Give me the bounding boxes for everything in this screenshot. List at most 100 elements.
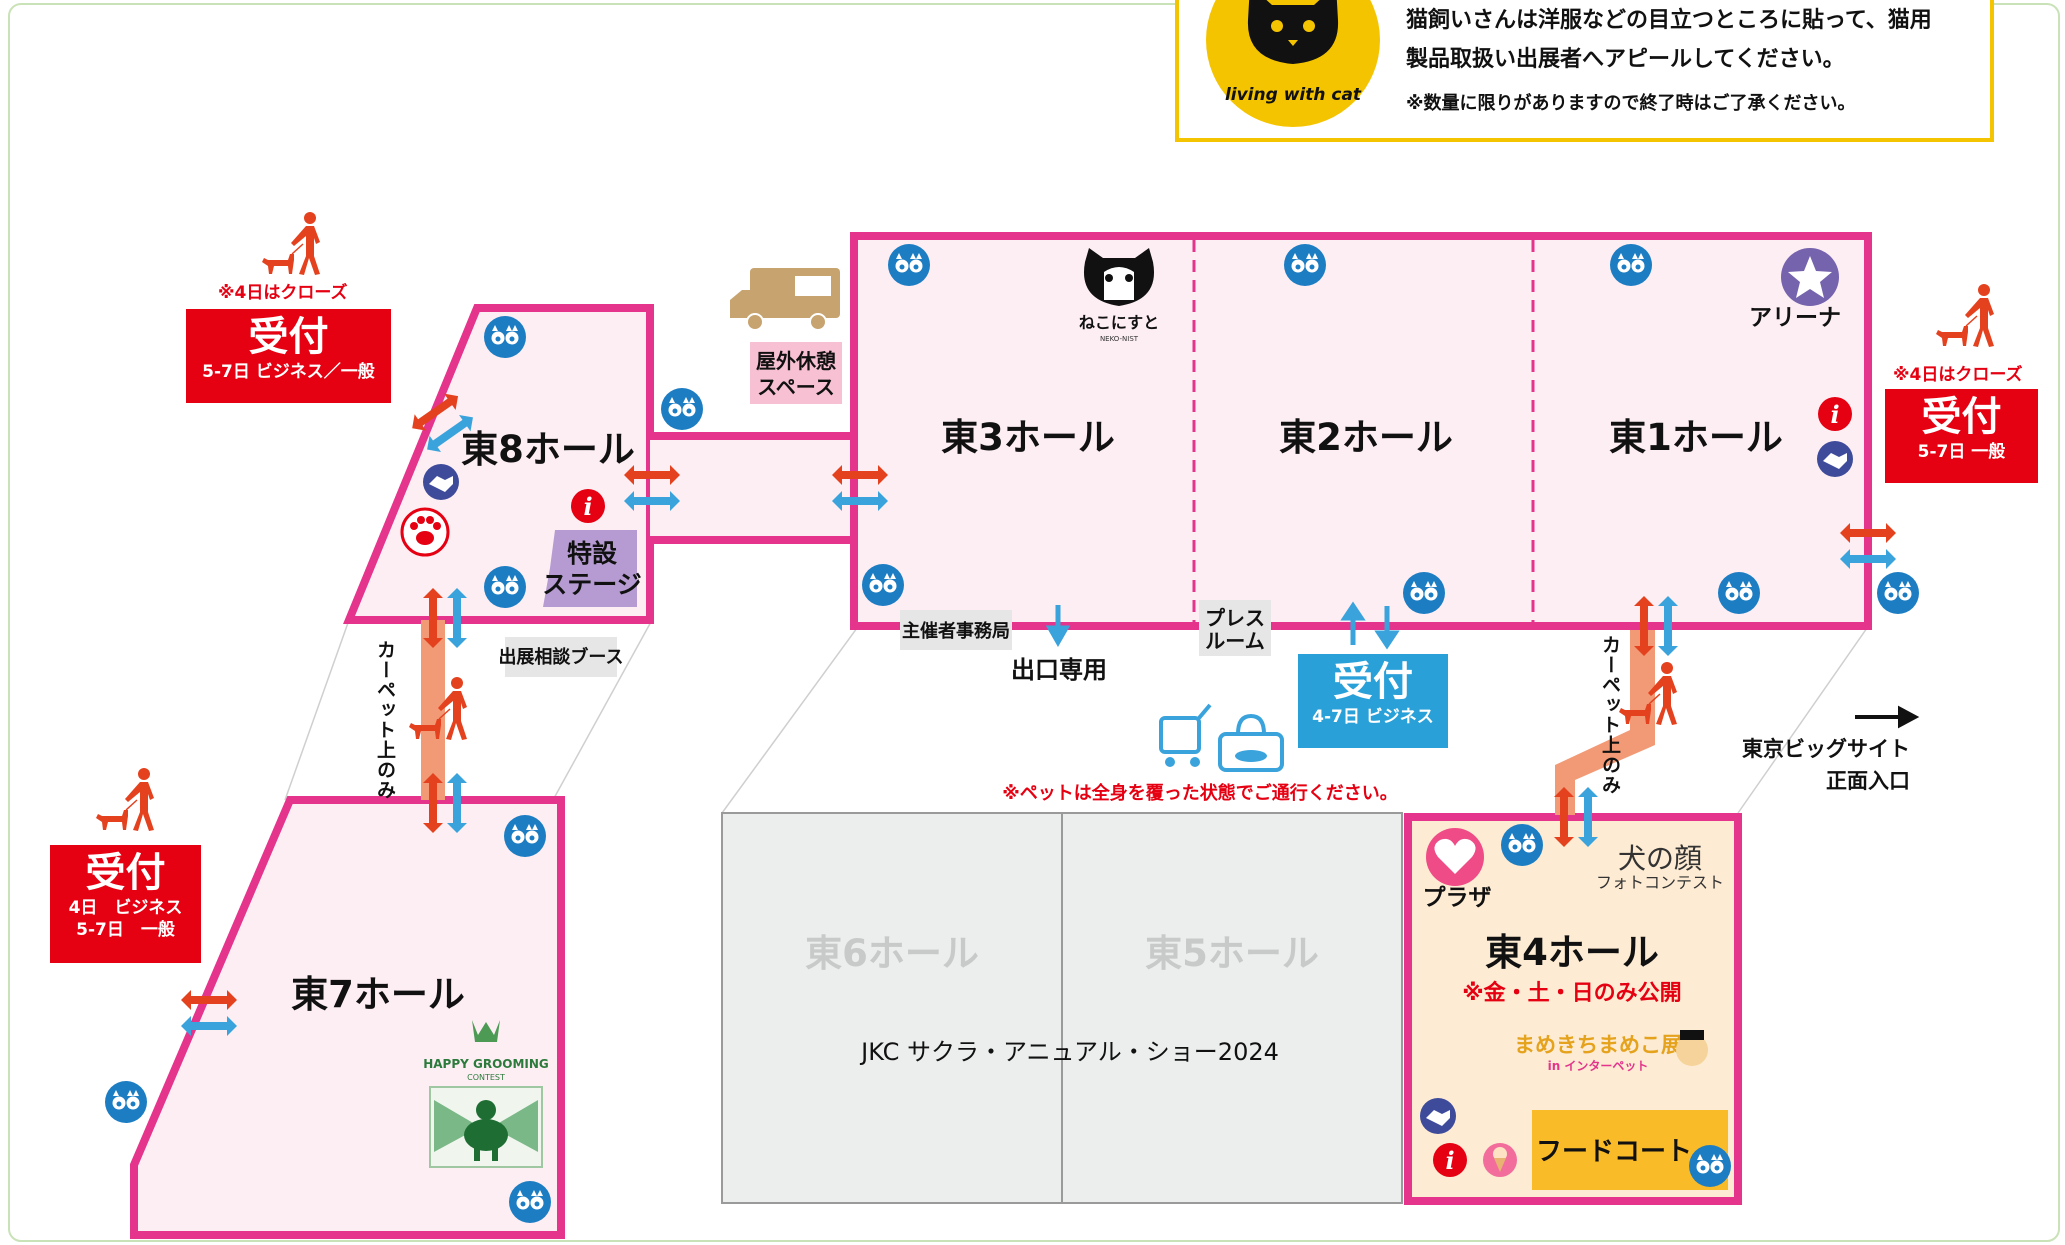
hall-east-321-block <box>850 232 1872 630</box>
reception-bottomleft-sub2: 5-7日 一般 <box>76 920 175 940</box>
toilet-icon <box>504 815 546 857</box>
toilet-icon <box>509 1181 551 1223</box>
guide-lines <box>284 619 1868 814</box>
svg-text:ルーム: ルーム <box>1205 629 1264 653</box>
reception-right-closed-note: ※4日はクローズ <box>1893 365 2023 385</box>
center-reception-arrows <box>1340 601 1400 650</box>
reception-bottomleft-title: 受付 <box>85 850 166 896</box>
reception-center-sub: 4-7日 ビジネス <box>1312 707 1434 727</box>
svg-text:CONTEST: CONTEST <box>467 1073 505 1082</box>
toilet-icon <box>1610 244 1652 286</box>
toilet-icon <box>1877 572 1919 614</box>
plaza[interactable]: プラザ <box>1423 828 1492 911</box>
hall-east1-label[interactable]: 東1ホール <box>1609 416 1783 459</box>
svg-text:in インターペット: in インターペット <box>1548 1059 1649 1073</box>
carpet-only-label-left: カーペット上のみ <box>374 640 396 800</box>
toilet-icon <box>1689 1145 1731 1187</box>
hall-east5-label[interactable]: 東5ホール <box>1145 932 1319 975</box>
entrance-line-2: 正面入口 <box>1826 769 1910 793</box>
nekonisuto-logo: ねこにすと NEKO-NIST <box>1079 248 1159 343</box>
reception-topleft-closed-note: ※4日はクローズ <box>218 283 348 303</box>
svg-text:特設: 特設 <box>567 539 618 568</box>
toilet-icon <box>1501 824 1543 866</box>
carpet-only-label-right: カーペット上のみ <box>1599 635 1621 795</box>
svg-text:ねこにすと: ねこにすと <box>1079 313 1159 332</box>
entrance-line-1: 東京ビッグサイト <box>1742 737 1910 761</box>
mameshiba-logo: まめきちまめこ展 in インターペット <box>1514 1030 1708 1073</box>
inukao-photo-contest-logo: 犬の顔 フォトコンテスト <box>1596 842 1724 892</box>
toilet-icon <box>1403 572 1445 614</box>
corridor-e8-e3 <box>650 432 854 544</box>
outdoor-rest-space[interactable]: 屋外休憩 スペース <box>730 268 842 404</box>
badge-text: living with cat <box>1225 85 1362 105</box>
toilet-icon <box>484 566 526 608</box>
svg-text:屋外休憩: 屋外休憩 <box>756 349 836 373</box>
pet-notice: ※ペットは全身を覆った状態でご通行ください。 <box>1002 782 1398 804</box>
info-icon <box>1818 397 1852 431</box>
exit-arrow <box>1045 605 1071 648</box>
hall-east6-label[interactable]: 東6ホール <box>805 932 979 975</box>
hall-east-65-block <box>721 812 1403 1204</box>
organizer-office[interactable]: 主催者事務局 <box>900 610 1012 650</box>
notice-line-2: 製品取扱い出展者へアピールしてください。 <box>1405 46 1845 72</box>
paw-icon <box>400 507 450 557</box>
reception-right-sub: 5-7日 一般 <box>1917 442 2006 462</box>
svg-text:フードコート: フードコート <box>1536 1137 1692 1167</box>
ice-cream-icon <box>1483 1143 1517 1177</box>
reception-right-title: 受付 <box>1921 394 2002 440</box>
svg-text:プレス: プレス <box>1205 606 1265 630</box>
reception-topleft[interactable]: 受付 5-7日 ビジネス／一般 <box>186 309 391 403</box>
svg-text:まめきちまめこ展: まめきちまめこ展 <box>1514 1033 1682 1057</box>
toilet-icon <box>1718 572 1760 614</box>
svg-text:スペース: スペース <box>757 375 835 399</box>
handshake-icon <box>1817 441 1853 477</box>
notice-box: living with cat 猫飼いさんは洋服などの目立つところに貼って、猫用… <box>1175 0 1994 142</box>
special-stage[interactable]: 特設 ステージ <box>542 530 642 607</box>
reception-topleft-title: 受付 <box>248 314 329 360</box>
arrow-right-icon <box>1855 705 1920 729</box>
info-icon <box>1433 1143 1467 1177</box>
toilet-icon <box>105 1081 147 1123</box>
pet-stroller-icon <box>1159 703 1212 767</box>
reception-center-title: 受付 <box>1333 659 1413 705</box>
handshake-icon <box>423 464 459 500</box>
toilet-icon <box>888 244 930 286</box>
toilet-icon <box>484 316 526 358</box>
hall-east4-note: ※金・土・日のみ公開 <box>1462 980 1681 1006</box>
svg-text:主催者事務局: 主催者事務局 <box>902 620 1010 642</box>
hall-east7-label: 東7ホール <box>291 973 465 1016</box>
arena[interactable]: アリーナ <box>1749 248 1841 331</box>
consult-booth[interactable]: 出展相談ブース <box>498 637 624 677</box>
reception-bottomleft[interactable]: 受付 4日 ビジネス 5-7日 一般 <box>50 845 201 963</box>
svg-text:犬の顔: 犬の顔 <box>1618 842 1702 875</box>
pet-carrier-icon <box>1218 713 1284 772</box>
hall-east2-label[interactable]: 東2ホール <box>1279 416 1453 459</box>
hall-east3-label[interactable]: 東3ホール <box>941 416 1115 459</box>
toilet-icon <box>862 564 904 606</box>
carpet-path-right <box>1555 630 1655 815</box>
reception-center[interactable]: 受付 4-7日 ビジネス <box>1298 654 1448 748</box>
notice-line-1: 猫飼いさんは洋服などの目立つところに貼って、猫用 <box>1406 7 1932 33</box>
reception-right[interactable]: 受付 5-7日 一般 <box>1885 389 2038 483</box>
svg-text:ステージ: ステージ <box>542 570 642 599</box>
star-icon <box>1788 256 1832 298</box>
toilet-icon <box>661 388 703 430</box>
svg-text:アリーナ: アリーナ <box>1749 305 1841 331</box>
happy-grooming-logo: HAPPY GROOMING CONTEST <box>423 1020 549 1168</box>
svg-text:HAPPY GROOMING: HAPPY GROOMING <box>423 1057 549 1071</box>
svg-text:プラザ: プラザ <box>1423 885 1492 911</box>
svg-text:出展相談ブース: 出展相談ブース <box>498 646 623 668</box>
notice-line-3: ※数量に限りがありますので終了時はご了承ください。 <box>1406 92 1856 114</box>
toilet-icon <box>1284 244 1326 286</box>
press-room[interactable]: プレス ルーム <box>1199 600 1271 656</box>
hall-east56-event: JKC サクラ・アニュアル・ショー2024 <box>859 1038 1279 1066</box>
heart-icon <box>1434 838 1476 874</box>
svg-text:NEKO-NIST: NEKO-NIST <box>1100 335 1139 343</box>
handshake-icon <box>1420 1098 1456 1134</box>
food-truck-icon <box>730 268 840 331</box>
svg-text:フォトコンテスト: フォトコンテスト <box>1596 873 1724 892</box>
reception-topleft-sub: 5-7日 ビジネス／一般 <box>202 362 375 382</box>
hall-east4-label: 東4ホール <box>1485 931 1659 974</box>
